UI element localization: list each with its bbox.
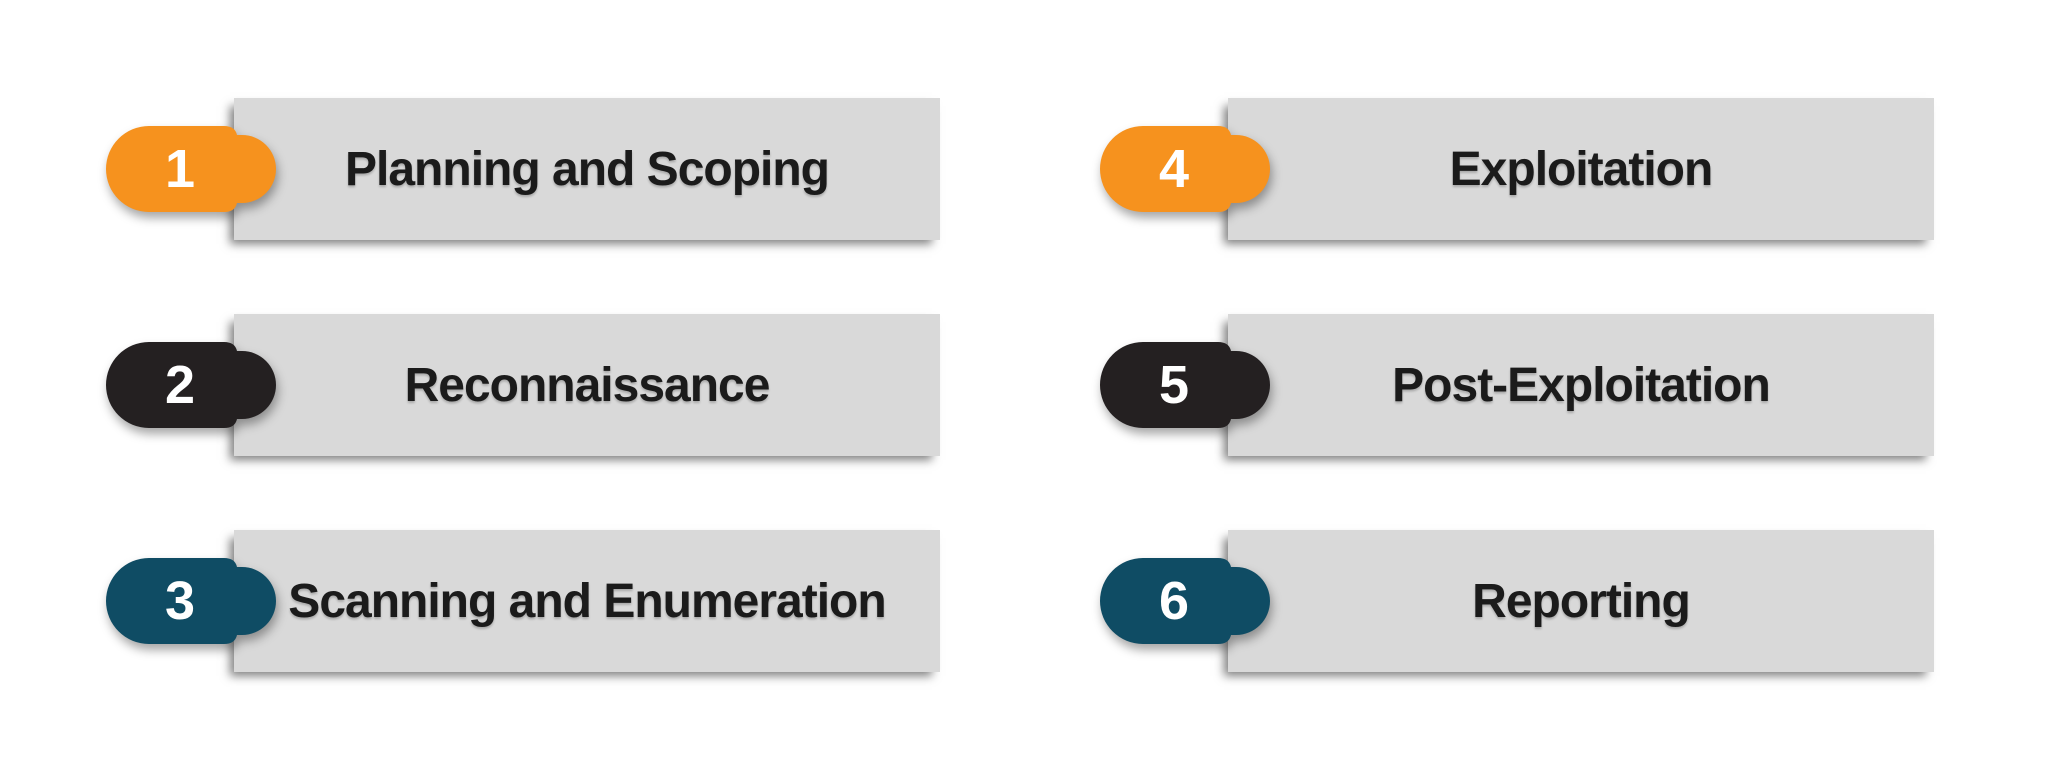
step-bar: Reporting (1228, 530, 1934, 672)
badge-pill-shape (106, 558, 276, 644)
step-item-1: Planning and Scoping 1 (106, 98, 940, 240)
step-bar: Post-Exploitation (1228, 314, 1934, 456)
step-number: 4 (1159, 139, 1189, 199)
step-number-badge: 5 (1100, 342, 1270, 428)
step-label: Reporting (1472, 574, 1691, 628)
step-number-badge: 6 (1100, 558, 1270, 644)
step-number: 1 (165, 139, 195, 199)
steps-grid: Planning and Scoping 1 Reconnaissance 2 … (106, 98, 1934, 672)
step-label: Reconnaissance (404, 358, 771, 412)
step-item-6: Reporting 6 (1100, 530, 1934, 672)
step-number: 3 (165, 571, 195, 631)
badge-pill-shape (1100, 342, 1270, 428)
step-number-badge: 4 (1100, 126, 1270, 212)
step-label: Exploitation (1449, 142, 1714, 196)
step-number: 2 (165, 355, 195, 415)
step-label: Post-Exploitation (1392, 358, 1771, 412)
badge-pill-shape (106, 342, 276, 428)
step-number-badge: 2 (106, 342, 276, 428)
step-number-badge: 3 (106, 558, 276, 644)
step-item-2: Reconnaissance 2 (106, 314, 940, 456)
step-number: 5 (1159, 355, 1189, 415)
step-label: Planning and Scoping (345, 142, 830, 196)
step-bar: Exploitation (1228, 98, 1934, 240)
step-bar: Reconnaissance (234, 314, 940, 456)
step-bar: Planning and Scoping (234, 98, 940, 240)
step-item-3: Scanning and Enumeration 3 (106, 530, 940, 672)
step-label: Scanning and Enumeration (288, 574, 886, 628)
badge-pill-shape (106, 126, 276, 212)
step-number-badge: 1 (106, 126, 276, 212)
badge-pill-shape (1100, 558, 1270, 644)
step-item-5: Post-Exploitation 5 (1100, 314, 1934, 456)
step-number: 6 (1159, 571, 1189, 631)
badge-pill-shape (1100, 126, 1270, 212)
step-bar: Scanning and Enumeration (234, 530, 940, 672)
step-item-4: Exploitation 4 (1100, 98, 1934, 240)
